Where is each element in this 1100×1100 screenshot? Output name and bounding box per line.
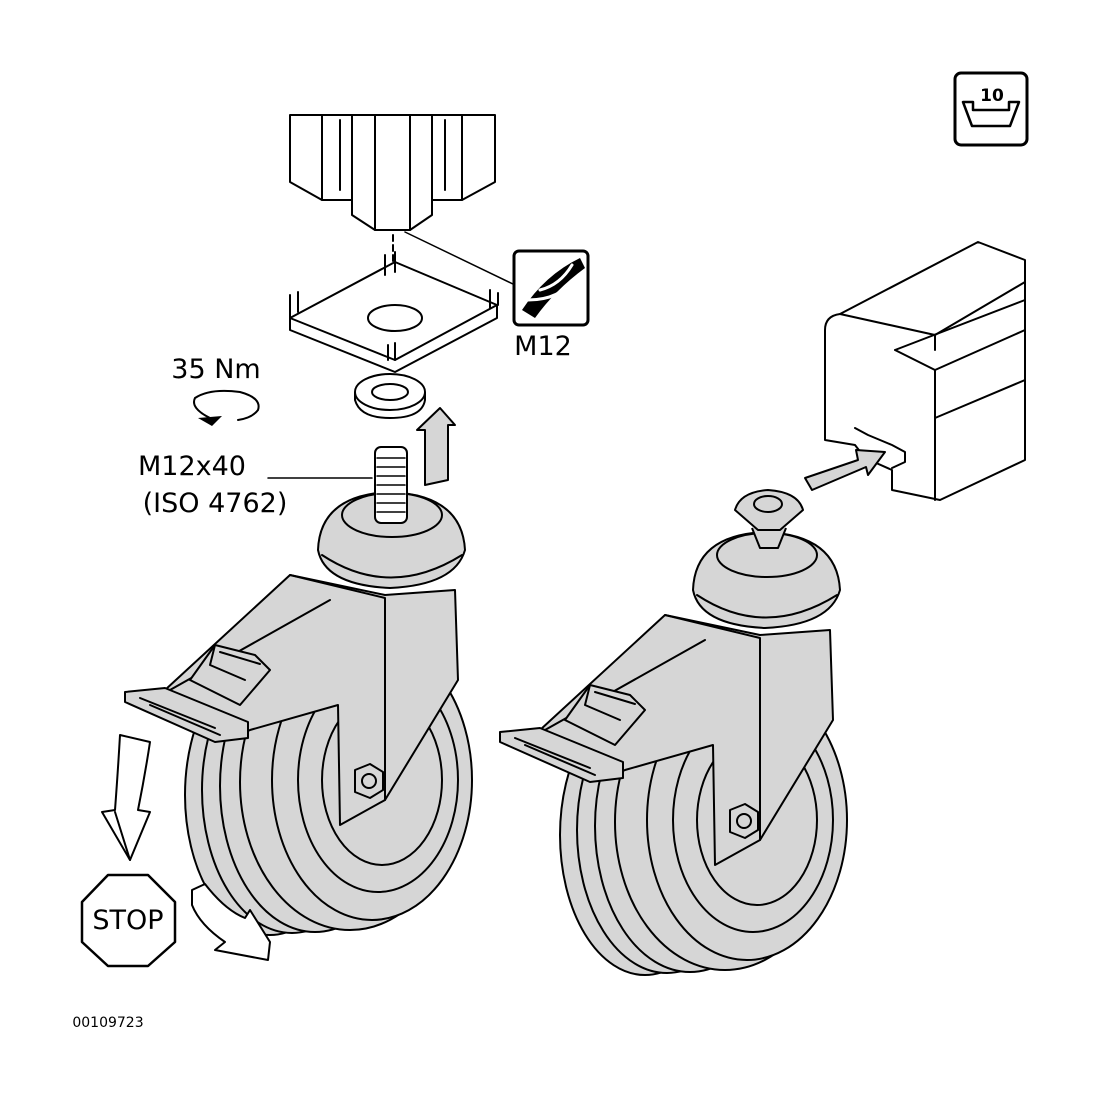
assembly-count-icon: 10 bbox=[953, 71, 1029, 147]
caster-with-brake-left bbox=[124, 491, 473, 936]
t-slot-nut bbox=[734, 489, 804, 549]
torque-label: 35 Nm bbox=[171, 354, 260, 385]
bolt-standard-label: (ISO 4762) bbox=[143, 488, 288, 519]
end-cap-plate bbox=[289, 251, 499, 373]
drill-icon: M12 bbox=[512, 249, 590, 362]
leader-line-drill bbox=[404, 231, 516, 286]
slide-in-arrow-icon bbox=[804, 449, 886, 491]
press-down-arrow-icon bbox=[101, 734, 151, 861]
up-arrow-icon bbox=[416, 407, 456, 486]
washer bbox=[354, 373, 426, 419]
bolt bbox=[374, 446, 408, 524]
horizontal-profile bbox=[824, 241, 1026, 501]
stop-label: STOP bbox=[92, 905, 163, 936]
drill-size-label: M12 bbox=[514, 331, 572, 362]
stop-sign: STOP bbox=[80, 873, 177, 968]
bolt-size-label: M12x40 bbox=[138, 451, 246, 482]
caster-with-brake-right bbox=[499, 531, 848, 976]
rotate-clockwise-icon bbox=[193, 389, 260, 426]
vertical-profile bbox=[289, 114, 496, 306]
wheel-locked-arrow-icon bbox=[191, 883, 271, 961]
drawing-number: 00109723 bbox=[72, 1015, 143, 1031]
assembly-count-label: 10 bbox=[980, 86, 1004, 106]
